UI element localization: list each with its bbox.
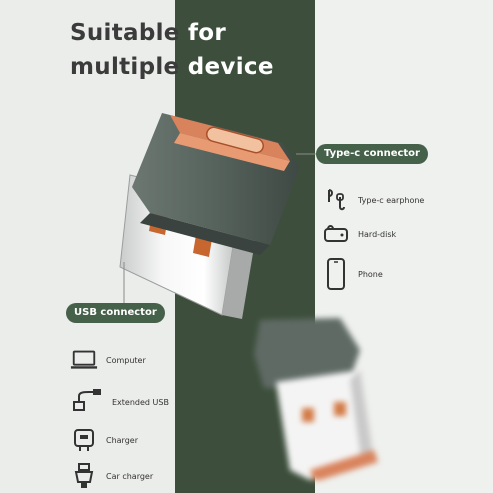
adapter-secondary-image xyxy=(254,318,378,480)
car-charger-label: Car charger xyxy=(106,471,154,481)
extended-usb-label: Extended USB xyxy=(112,397,169,407)
headline-line1-dark: Suitable xyxy=(70,20,180,46)
phone-label: Phone xyxy=(358,269,383,279)
headline: Suitable for multiple device xyxy=(70,16,274,84)
list-item-car-charger: Car charger xyxy=(70,462,153,490)
headline-line2-dark: multiple xyxy=(70,54,180,80)
list-item-charger: Charger xyxy=(70,426,138,454)
charger-icon xyxy=(70,426,98,454)
list-item-typec-earphone: Type-c earphone xyxy=(322,186,424,214)
earphone-icon xyxy=(322,186,350,214)
list-item-extended-usb: Extended USB xyxy=(70,388,169,416)
charger-label: Charger xyxy=(106,435,138,445)
headline-line2-light: device xyxy=(187,54,274,80)
typec-connector-label: Type-c connector xyxy=(316,144,428,164)
headline-line1-light: for xyxy=(188,20,227,46)
list-item-phone: Phone xyxy=(322,256,383,292)
hard-disk-label: Hard-disk xyxy=(358,229,397,239)
typec-earphone-label: Type-c earphone xyxy=(358,195,425,205)
usb-to-typec-adapter-image xyxy=(119,113,300,319)
computer-label: Computer xyxy=(106,355,146,365)
hard-disk-icon xyxy=(322,220,350,248)
usb-connector-label: USB connector xyxy=(66,303,165,323)
car-charger-icon xyxy=(70,462,98,490)
phone-icon xyxy=(322,256,350,292)
list-item-computer: Computer xyxy=(70,346,146,374)
computer-icon xyxy=(70,346,98,374)
list-item-hard-disk: Hard-disk xyxy=(322,220,396,248)
extended-usb-icon xyxy=(70,388,104,416)
